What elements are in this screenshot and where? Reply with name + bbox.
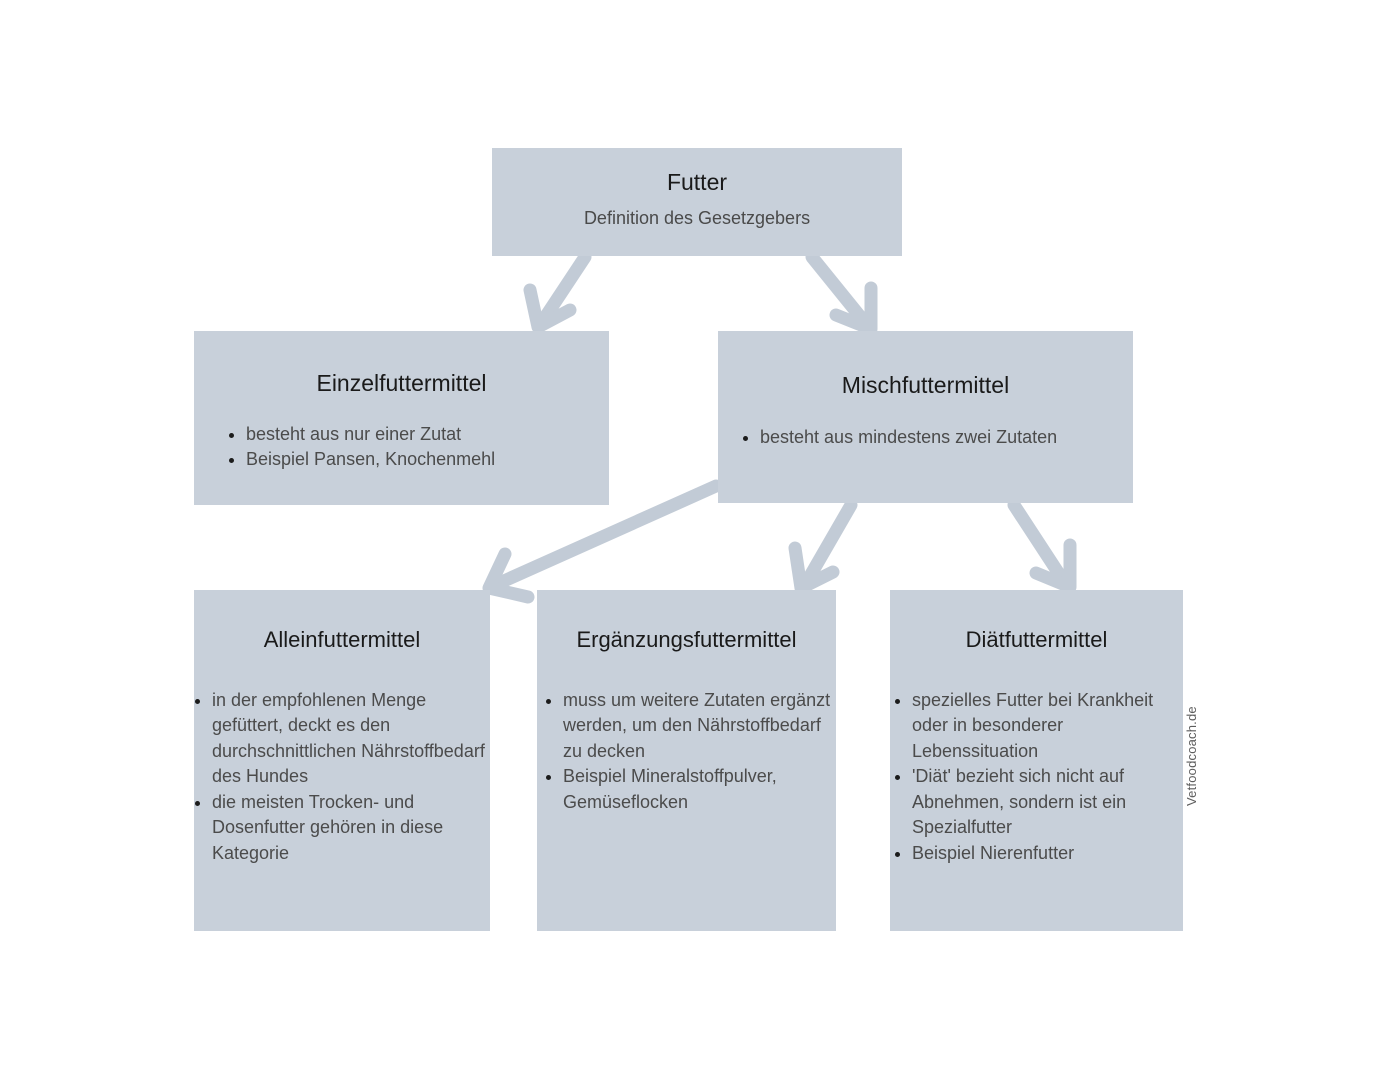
node-mischfuttermittel[interactable]: Mischfuttermittel besteht aus mindestens… (718, 331, 1133, 503)
list-item: Beispiel Mineralstoffpulver, Gemüseflock… (563, 764, 836, 815)
node-einzelfuttermittel-bullets: besteht aus nur einer Zutat Beispiel Pan… (194, 422, 609, 473)
node-diaetfuttermittel[interactable]: Diätfuttermittel spezielles Futter bei K… (890, 590, 1183, 931)
node-einzelfuttermittel-title: Einzelfuttermittel (316, 370, 487, 396)
arrow-mischfuttermittel-to-diaetfuttermittel (1007, 498, 1077, 594)
node-diaetfuttermittel-bullets: spezielles Futter bei Krankheit oder in … (890, 688, 1183, 867)
node-futter[interactable]: Futter Definition des Gesetzgebers (492, 148, 902, 256)
node-ergaenzungsfuttermittel[interactable]: Ergänzungsfuttermittel muss um weitere Z… (537, 590, 836, 931)
list-item: besteht aus mindestens zwei Zutaten (760, 425, 1133, 451)
list-item: die meisten Trocken- und Dosenfutter geh… (212, 790, 490, 867)
node-alleinfuttermittel-title: Alleinfuttermittel (263, 627, 421, 652)
node-futter-subtitle: Definition des Gesetzgebers (583, 207, 811, 228)
node-diaetfuttermittel-title: Diätfuttermittel (965, 627, 1108, 652)
node-ergaenzungsfuttermittel-title: Ergänzungsfuttermittel (576, 627, 797, 652)
arrow-futter-to-einzelfuttermittel (523, 250, 592, 334)
list-item: 'Diät' bezieht sich nicht auf Abnehmen, … (912, 764, 1183, 841)
arrow-futter-to-mischfuttermittel (805, 250, 878, 336)
list-item: Beispiel Pansen, Knochenmehl (246, 447, 609, 473)
list-item: muss um weitere Zutaten ergänzt werden, … (563, 688, 836, 765)
node-alleinfuttermittel-bullets: in der empfohlenen Menge gefüttert, deck… (194, 688, 490, 867)
node-ergaenzungsfuttermittel-bullets: muss um weitere Zutaten ergänzt werden, … (537, 688, 836, 816)
list-item: Beispiel Nierenfutter (912, 841, 1183, 867)
node-futter-title: Futter (666, 169, 728, 195)
list-item: besteht aus nur einer Zutat (246, 422, 609, 448)
arrow-mischfuttermittel-to-ergaenzungsfuttermittel (788, 498, 858, 595)
list-item: in der empfohlenen Menge gefüttert, deck… (212, 688, 490, 790)
node-alleinfuttermittel[interactable]: Alleinfuttermittel in der empfohlenen Me… (194, 590, 490, 931)
node-einzelfuttermittel[interactable]: Einzelfuttermittel besteht aus nur einer… (194, 331, 609, 505)
node-mischfuttermittel-title: Mischfuttermittel (841, 372, 1010, 398)
list-item: spezielles Futter bei Krankheit oder in … (912, 688, 1183, 765)
node-mischfuttermittel-bullets: besteht aus mindestens zwei Zutaten (718, 425, 1133, 451)
watermark: Vetfoodcoach.de (1184, 706, 1199, 806)
